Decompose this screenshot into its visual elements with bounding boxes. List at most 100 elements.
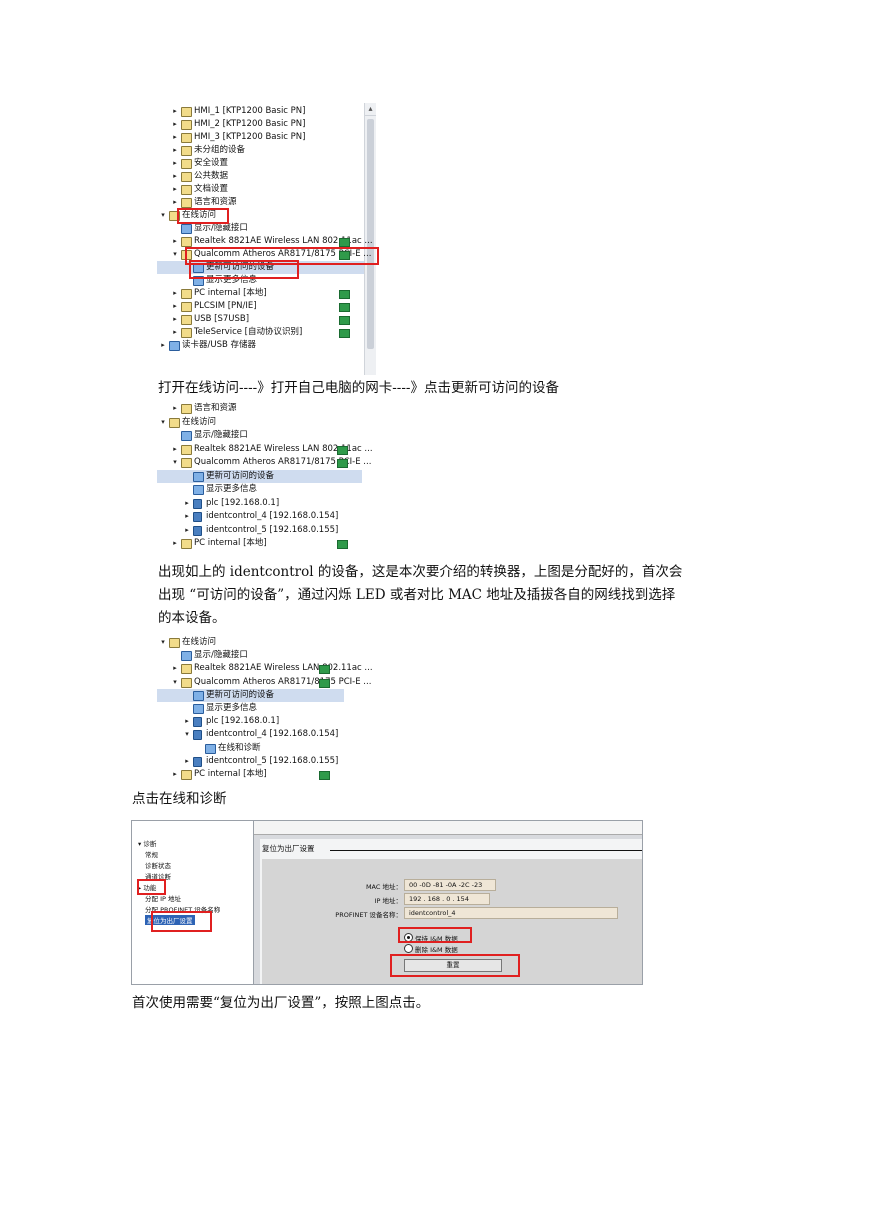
collapsed-arrow-icon[interactable]: ▸	[173, 237, 177, 245]
profinet-name-label: PROFINET 设备名称：	[335, 911, 402, 919]
scroll-up-icon[interactable]: ▴	[365, 103, 376, 116]
tree-row[interactable]: 更新可访问的设备	[157, 469, 362, 483]
tree-row[interactable]: ▾在线访问	[157, 416, 362, 429]
tree-row-label: 更新可访问的设备	[206, 689, 275, 700]
highlight-network-card	[185, 247, 379, 265]
collapsed-arrow-icon[interactable]: ▸	[173, 444, 177, 453]
collapsed-arrow-icon[interactable]: ▸	[173, 172, 177, 180]
collapsed-arrow-icon[interactable]: ▸	[185, 756, 189, 765]
collapsed-arrow-icon[interactable]: ▸	[173, 315, 177, 323]
tree-row[interactable]: ▸TeleService [自动协议识别]	[157, 326, 364, 339]
tree-row[interactable]: ▸HMI_3 [KTP1200 Basic PN]	[157, 131, 364, 144]
expanded-arrow-icon[interactable]: ▾	[173, 458, 177, 466]
tree-row[interactable]: ▸Realtek 8821AE Wireless LAN 802.11ac ..…	[157, 662, 373, 675]
project-tree-screenshot-1: ▴ ▸HMI_1 [KTP1200 Basic PN]▸HMI_2 [KTP12…	[157, 103, 379, 375]
device-icon	[193, 730, 202, 741]
collapsed-arrow-icon[interactable]: ▸	[185, 525, 189, 534]
collapsed-arrow-icon[interactable]: ▸	[173, 539, 177, 547]
tree-row[interactable]: 在线和诊断	[157, 742, 344, 755]
collapsed-arrow-icon[interactable]: ▸	[173, 120, 177, 128]
expanded-arrow-icon[interactable]: ▾	[173, 250, 177, 258]
tree-row-label: Realtek 8821AE Wireless LAN 802.11ac ...	[194, 236, 373, 246]
collapsed-arrow-icon[interactable]: ▸	[173, 664, 177, 673]
collapsed-arrow-icon[interactable]: ▸	[173, 328, 177, 336]
collapsed-arrow-icon[interactable]: ▸	[173, 146, 177, 154]
folder-icon	[169, 417, 180, 428]
collapsed-arrow-icon[interactable]: ▸	[185, 717, 189, 726]
tree-row[interactable]: ▸语言和资源	[157, 196, 364, 209]
tree-row[interactable]: ▸文档设置	[157, 183, 364, 196]
collapsed-arrow-icon[interactable]: ▸	[173, 302, 177, 310]
tree-row[interactable]: ▾在线访问	[157, 209, 364, 222]
tree-row[interactable]: 显示更多信息	[157, 702, 344, 715]
tree-row[interactable]: ▸ Realtek 8821AE Wireless LAN 802.11ac ..…	[157, 235, 373, 248]
tree-row[interactable]: ▸USB [S7USB]	[157, 313, 364, 326]
tree-row[interactable]: ▾identcontrol_4 [192.168.0.154]	[157, 728, 344, 741]
ip-label: IP 地址：	[374, 897, 402, 905]
tree-row[interactable]: ▸PLCSIM [PN/IE]	[157, 300, 364, 313]
tree-row-label: 公共数据	[194, 171, 229, 181]
tree-row[interactable]: ▸PC internal [本地]	[157, 768, 344, 781]
collapsed-arrow-icon[interactable]: ▸	[185, 498, 189, 507]
tree-row[interactable]: 显示更多信息	[157, 483, 362, 496]
collapsed-arrow-icon[interactable]: ▸	[173, 159, 177, 167]
tree-row[interactable]: ▸HMI_2 [KTP1200 Basic PN]	[157, 118, 364, 131]
tree-row[interactable]: ▸PC internal [本地]	[157, 287, 364, 300]
tree-row[interactable]: ▸identcontrol_5 [192.168.0.155]	[157, 524, 362, 537]
tree-row[interactable]: ▸identcontrol_5 [192.168.0.155]	[157, 755, 344, 768]
tree-row[interactable]: ▾在线访问	[157, 636, 344, 649]
tree-row[interactable]: ▸HMI_1 [KTP1200 Basic PN]	[157, 105, 364, 118]
keep-im-label: 保持 I&M 数据	[415, 935, 458, 943]
collapsed-arrow-icon[interactable]: ▸	[161, 341, 165, 349]
expanded-arrow-icon[interactable]: ▾	[161, 638, 165, 646]
tree-row[interactable]: ▾Qualcomm Atheros AR8171/8175 PCI-E ...	[157, 456, 371, 469]
tree-row[interactable]: ▸未分组的设备	[157, 144, 364, 157]
highlight-reset-button	[390, 954, 520, 977]
nav-general[interactable]: 常规	[145, 851, 158, 859]
reset-button[interactable]: 重置	[404, 959, 502, 972]
tree-scrollbar[interactable]: ▴	[364, 103, 376, 375]
nav-assign-profinet-name[interactable]: 分配 PROFINET 设备名称	[145, 906, 221, 914]
nav-assign-ip[interactable]: 分配 IP 地址	[145, 895, 181, 903]
nav-functions[interactable]: ▸ 功能	[138, 884, 157, 892]
folder-icon	[181, 404, 192, 414]
tree-row-label: 更新可访问的设备	[206, 262, 275, 272]
folder-icon	[181, 664, 192, 675]
tree-row[interactable]: ▸ 公共数据	[157, 170, 364, 183]
collapsed-arrow-icon[interactable]: ▸	[173, 185, 177, 193]
collapsed-arrow-icon[interactable]: ▸	[173, 289, 177, 297]
tree-row[interactable]: ▸语言和资源	[157, 402, 362, 415]
expanded-arrow-icon[interactable]: ▾	[161, 417, 165, 426]
collapsed-arrow-icon[interactable]: ▸	[185, 512, 189, 520]
tree-row[interactable]: ▸identcontrol_4 [192.168.0.154]	[157, 510, 362, 523]
collapsed-arrow-icon[interactable]: ▸	[173, 133, 177, 141]
expanded-arrow-icon[interactable]: ▾	[161, 211, 165, 219]
folder-icon	[169, 211, 180, 221]
collapsed-arrow-icon[interactable]: ▸	[173, 404, 177, 412]
tree-row[interactable]: 更新可访问的设备	[157, 688, 344, 702]
tree-row[interactable]: ▸PC internal [本地]	[157, 537, 362, 550]
tree-row[interactable]: 显示更多信息	[157, 274, 364, 287]
tree-row[interactable]: 显示/隐藏接口	[157, 222, 364, 235]
tree-row-label: 显示/隐藏接口	[194, 430, 248, 440]
nav-channel-diagnostics[interactable]: 通道诊断	[145, 873, 171, 881]
paragraph-2-line-2: 出现 “可访问的设备”，通过闪烁 LED 或者对比 MAC 地址及插拔各自的网线…	[158, 587, 676, 603]
tree-row[interactable]: 显示/隐藏接口	[157, 429, 362, 442]
collapsed-arrow-icon[interactable]: ▸	[173, 198, 177, 206]
tree-row[interactable]: 显示/隐藏接口	[157, 649, 344, 662]
tree-row-label: plc [192.168.0.1]	[206, 716, 280, 727]
expanded-arrow-icon[interactable]: ▾	[173, 677, 177, 686]
nav-diagnostics[interactable]: ▾ 诊断	[138, 840, 157, 848]
tree-row[interactable]: ▸plc [192.168.0.1]	[157, 497, 362, 510]
nav-reset-factory[interactable]: 复位为出厂设置	[145, 915, 195, 925]
collapsed-arrow-icon[interactable]: ▸	[173, 770, 177, 778]
delete-im-radio[interactable]	[404, 944, 413, 953]
tree-row[interactable]: ▸ plc [192.168.0.1]	[157, 715, 344, 728]
tree-row[interactable]: ▸Realtek 8821AE Wireless LAN 802.11ac ..…	[157, 443, 373, 456]
expanded-arrow-icon[interactable]: ▾	[185, 730, 189, 739]
tree-row[interactable]: ▸读卡器/USB 存储器	[157, 339, 364, 352]
tree-row[interactable]: ▾Qualcomm Atheros AR8171/8175 PCI-E ...	[157, 676, 371, 689]
collapsed-arrow-icon[interactable]: ▸	[173, 107, 177, 115]
nav-diagnostic-status[interactable]: 诊断状态	[145, 862, 171, 870]
tree-row[interactable]: ▸安全设置	[157, 157, 364, 170]
